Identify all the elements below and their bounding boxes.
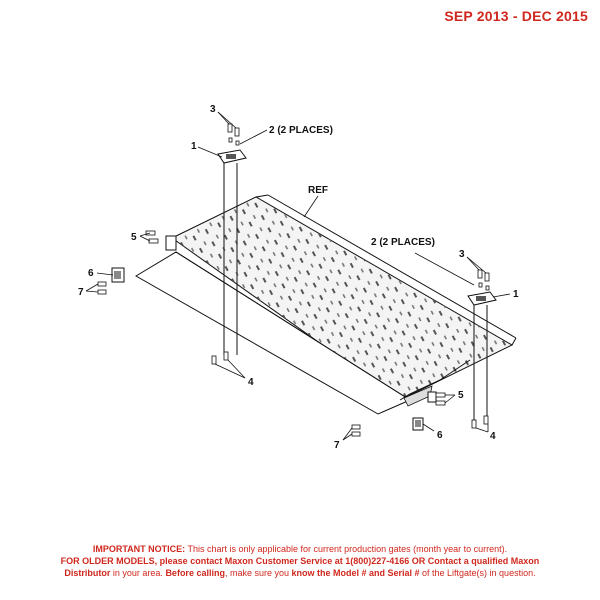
callout-3-right: 3 [459,249,465,260]
callout-7-left: 7 [78,287,84,298]
left-hinge-bracket [111,235,177,283]
callout-ref: REF [308,185,328,196]
callout-4-left: 4 [248,377,254,388]
callout-2-upper: 2 (2 PLACES) [269,125,333,136]
callout-4-right: 4 [490,431,496,442]
callout-6-left: 6 [88,268,94,279]
callout-6-right: 6 [437,430,443,441]
callout-5-left: 5 [131,232,137,243]
notice-line-3: Distributor in your area. Before calling… [64,568,536,578]
callout-5-right: 5 [458,390,464,401]
platform-plate [171,194,517,401]
callout-1-right: 1 [513,289,519,300]
leader-lines [85,111,511,441]
notice-line-1: IMPORTANT NOTICE: This chart is only app… [92,544,508,554]
callout-2-right: 2 (2 PLACES) [371,237,435,248]
important-notice: IMPORTANT NOTICE: This chart is only app… [0,543,600,579]
callout-3-upper: 3 [210,104,216,115]
date-range-title: SEP 2013 - DEC 2015 [444,8,588,24]
callout-1-upper: 1 [191,141,197,152]
callout-labels: 1 3 2 (2 PLACES) REF 5 6 7 2 (2 PLACES) … [78,104,519,451]
callout-7-right: 7 [334,440,340,451]
right-arm [467,291,497,420]
hardware-bolts [97,123,490,437]
ramp-section [135,251,471,415]
notice-line-2: FOR OLDER MODELS, please contact Maxon C… [60,556,540,566]
left-arm [217,149,247,355]
